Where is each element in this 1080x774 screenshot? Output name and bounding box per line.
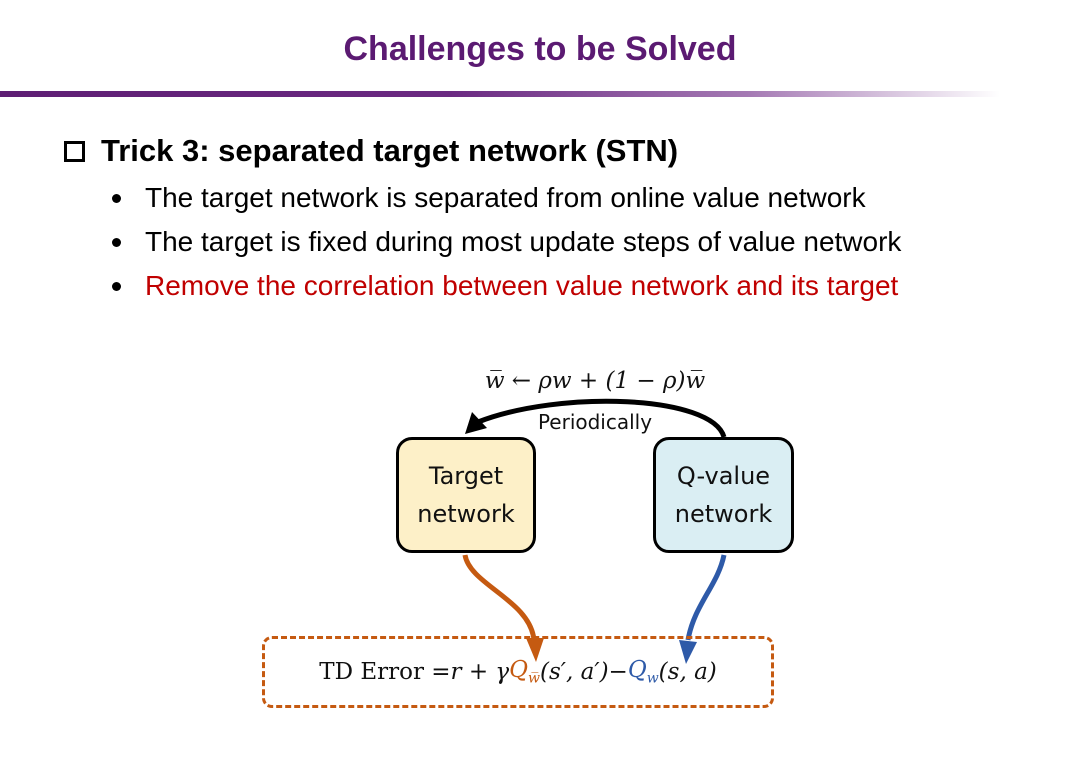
td-q-target-subscript: w̅ — [528, 670, 541, 687]
td-q-target-symbol: Q — [509, 657, 529, 684]
td-q-target: Qw̅ — [509, 657, 540, 687]
target-box-line1: Target — [428, 462, 504, 490]
bullet-text: The target is fixed during most update s… — [145, 226, 902, 257]
td-q-online: Qw — [628, 657, 659, 687]
target-to-td-arrow — [462, 554, 537, 641]
bullet-item: The target network is separated from onl… — [112, 176, 901, 220]
bullet-item-highlight: Remove the correlation between value net… — [112, 264, 901, 308]
bullet-text: Remove the correlation between value net… — [145, 270, 899, 301]
qvalue-box-line2: network — [674, 500, 773, 528]
bullet-list: The target network is separated from onl… — [112, 176, 901, 308]
bullet-dot-icon — [112, 193, 121, 203]
td-q-online-subscript: w — [646, 670, 659, 687]
qvalue-to-td-arrow — [685, 554, 727, 641]
qvalue-box-line1: Q-value — [676, 462, 771, 490]
bullet-dot-icon — [112, 237, 121, 247]
slide-title: Challenges to be Solved — [343, 30, 737, 68]
periodically-label: Periodically — [537, 410, 653, 434]
soft-update-equation: w̅ ← ρw + (1 − ρ)w̅ — [484, 368, 706, 394]
square-bullet-icon — [64, 140, 85, 162]
bullet-text: The target network is separated from onl… — [145, 182, 866, 213]
bullet-item: The target is fixed during most update s… — [112, 220, 901, 264]
title-divider — [0, 91, 1000, 97]
td-q-target-args: (s′, a′) — [540, 659, 609, 685]
bullet-dot-icon — [112, 281, 121, 291]
td-minus: − — [608, 659, 628, 685]
td-q-online-args: (s, a) — [658, 659, 717, 685]
td-q-online-symbol: Q — [627, 657, 647, 684]
td-error-dashed-box — [262, 636, 774, 708]
section-heading: Trick 3: separated target network (STN) — [64, 131, 678, 171]
td-r-term: r + γ — [450, 659, 510, 685]
td-prefix: TD Error = — [319, 659, 451, 685]
target-box-line2: network — [417, 500, 515, 528]
periodic-update-arrowhead — [465, 412, 487, 434]
qvalue-network-box: Q-value network — [653, 437, 794, 553]
target-network-box: Target network — [396, 437, 536, 553]
section-heading-text: Trick 3: separated target network (STN) — [101, 133, 679, 168]
